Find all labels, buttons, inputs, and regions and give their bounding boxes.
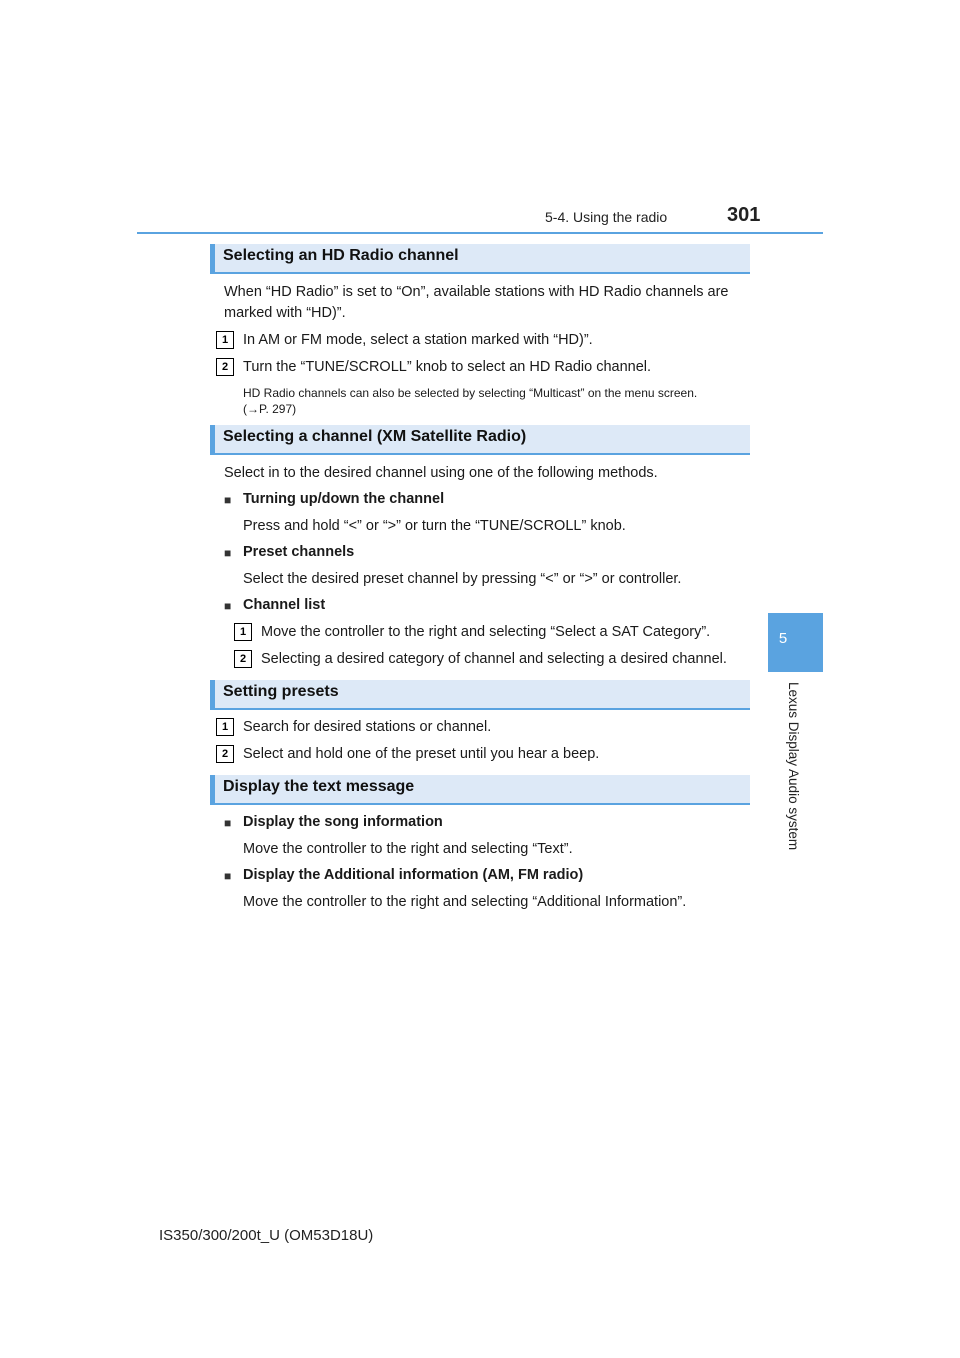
hd-note-line1: HD Radio channels can also be selected b… xyxy=(243,386,698,400)
model-code: IS350/300/200t_U (OM53D18U) xyxy=(159,1227,374,1244)
bullet-square-icon: ■ xyxy=(224,599,232,613)
section-heading-text: Selecting a channel (XM Satellite Radio) xyxy=(223,428,527,445)
xm-item3-title: Channel list xyxy=(243,597,326,613)
xm-item3-step1-text: Move the controller to the right and sel… xyxy=(261,624,711,640)
chapter-tab-number: 5 xyxy=(778,630,788,647)
xm-item2-text: Select the desired preset channel by pre… xyxy=(243,571,682,587)
page-number: 301 xyxy=(727,204,761,226)
xm-item1-title: Turning up/down the channel xyxy=(243,491,445,507)
bullet-square-icon: ■ xyxy=(224,869,232,883)
running-header-section: 5-4. Using the radio xyxy=(545,209,668,225)
xm-item1-text: Press and hold “<” or “>” or turn the “T… xyxy=(243,518,626,534)
section-heading-presets: Setting presets xyxy=(210,680,750,710)
bullet-square-icon: ■ xyxy=(224,546,232,560)
presets-step1-text: Search for desired stations or channel. xyxy=(243,719,492,735)
step-number-box: 1 xyxy=(216,718,234,736)
section-heading-text-message: Display the text message xyxy=(210,775,750,805)
step-number-box: 2 xyxy=(234,650,252,668)
section-heading-text: Setting presets xyxy=(223,683,339,700)
xm-item3-step2-text: Selecting a desired category of channel … xyxy=(261,651,727,667)
presets-step2-text: Select and hold one of the preset until … xyxy=(243,746,600,762)
hd-intro-line1: When “HD Radio” is set to “On”, availabl… xyxy=(224,284,729,300)
section-heading-text: Display the text message xyxy=(223,778,415,795)
bullet-square-icon: ■ xyxy=(224,493,232,507)
text-item2-title: Display the Additional information (AM, … xyxy=(243,867,584,883)
step-number-box: 2 xyxy=(216,745,234,763)
hd-note-line2: (→P. 297) xyxy=(243,402,297,416)
section-heading-xm-radio: Selecting a channel (XM Satellite Radio) xyxy=(210,425,750,455)
section-heading-hd-radio: Selecting an HD Radio channel xyxy=(210,244,750,274)
chapter-tab xyxy=(768,613,823,672)
hd-step2-text: Turn the “TUNE/SCROLL” knob to select an… xyxy=(243,359,652,375)
step-number-box: 2 xyxy=(216,358,234,376)
step-number-box: 1 xyxy=(234,623,252,641)
chapter-tab-label: Lexus Display Audio system xyxy=(786,682,801,851)
hd-step1-text: In AM or FM mode, select a station marke… xyxy=(243,332,593,348)
xm-item2-title: Preset channels xyxy=(243,544,355,560)
step-number-box: 1 xyxy=(216,331,234,349)
hd-intro-line2: marked with “HD)”. xyxy=(224,305,346,321)
header-rule xyxy=(137,232,823,234)
xm-intro: Select in to the desired channel using o… xyxy=(224,465,658,481)
text-item1-title: Display the song information xyxy=(243,814,443,830)
bullet-square-icon: ■ xyxy=(224,816,232,830)
text-item2-text: Move the controller to the right and sel… xyxy=(243,894,687,910)
text-item1-text: Move the controller to the right and sel… xyxy=(243,841,573,857)
section-heading-text: Selecting an HD Radio channel xyxy=(223,247,459,264)
